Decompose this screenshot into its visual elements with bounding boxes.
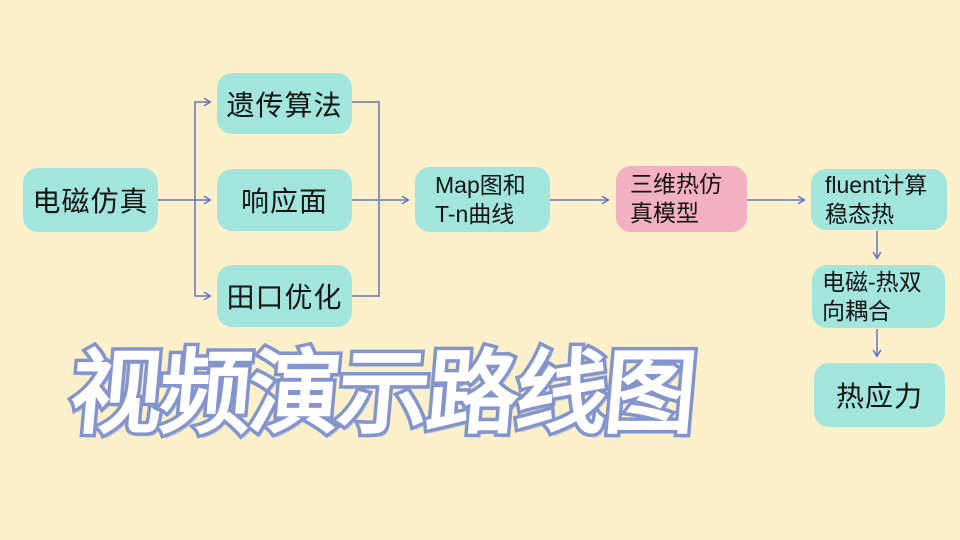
arrow-branch-to-taguchi <box>194 200 212 301</box>
node-em-simulation-label: 电磁仿真 <box>32 186 149 217</box>
node-genetic-algorithm-label: 遗传算法 <box>226 89 343 121</box>
page-title: 视频演示路线图 视频演示路线图 <box>63 340 702 449</box>
node-3d-thermal-model-line1: 三维热仿 <box>630 171 722 197</box>
node-response-surface-label: 响应面 <box>240 186 328 217</box>
node-taguchi-optimization: 田口优化 <box>217 265 352 327</box>
connector-genetic-collector <box>352 101 380 199</box>
node-em-simulation: 电磁仿真 <box>23 168 158 232</box>
connector-taguchi-collector <box>352 201 380 297</box>
node-3d-thermal-model: 三维热仿 真模型 <box>616 166 747 232</box>
node-fluent-steady-thermal: fluent计算 稳态热 <box>811 169 947 230</box>
node-em-thermal-coupling-line2: 向耦合 <box>822 297 891 324</box>
node-fluent-steady-thermal-line1: fluent计算 <box>825 171 928 198</box>
node-thermal-stress: 热应力 <box>814 363 945 427</box>
node-map-tn-curve-line2: T-n曲线 <box>435 200 515 227</box>
node-genetic-algorithm: 遗传算法 <box>217 73 352 134</box>
node-3d-thermal-model-line2: 真模型 <box>630 200 699 226</box>
node-thermal-stress-label: 热应力 <box>835 381 923 412</box>
page-title-text: 视频演示路线图 <box>66 343 699 445</box>
node-map-tn-curve-line1: Map图和 <box>435 171 526 198</box>
node-response-surface: 响应面 <box>217 169 352 231</box>
node-em-thermal-coupling: 电磁-热双 向耦合 <box>812 265 945 328</box>
node-map-tn-curve: Map图和 T-n曲线 <box>415 167 550 232</box>
node-taguchi-optimization-label: 田口优化 <box>226 282 343 313</box>
arrow-branch-to-genetic <box>194 97 212 200</box>
node-fluent-steady-thermal-line2: 稳态热 <box>825 200 894 227</box>
node-em-thermal-coupling-line1: 电磁-热双 <box>822 268 922 295</box>
